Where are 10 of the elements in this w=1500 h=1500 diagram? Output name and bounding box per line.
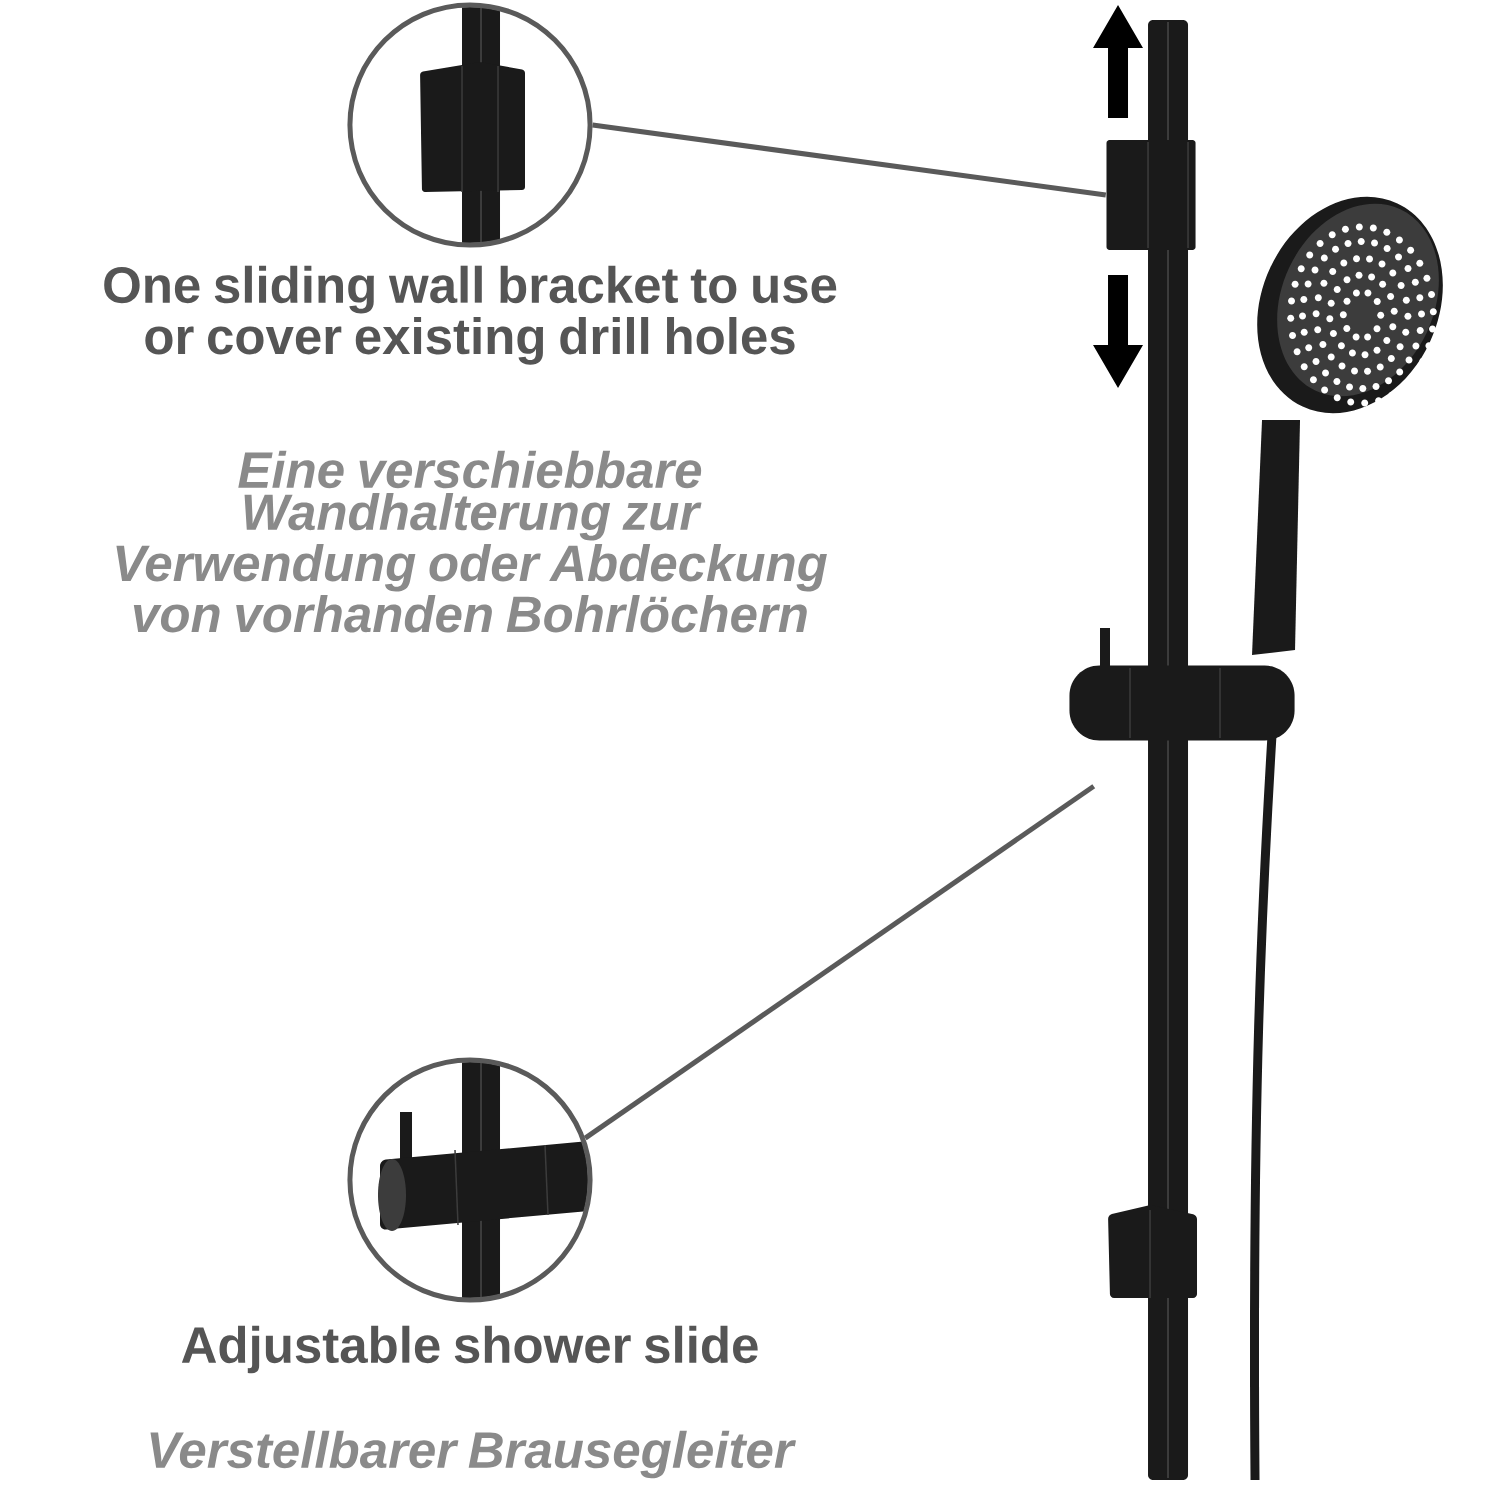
shower-slide <box>1069 628 1295 741</box>
detail-circle <box>347 2 593 248</box>
translated-caption: Eine verschiebbare Wandhalterung zur Verwendung oder Abdeckung von vorhanden Bohrlöchern <box>116 450 827 633</box>
feature-caption: One sliding wall bracket to use or cover existing drill holes <box>104 265 837 365</box>
leader-line <box>592 122 1107 198</box>
wall-bracket <box>1106 139 1196 251</box>
detail-circle <box>347 1057 593 1303</box>
translated-caption: Verstellbarer Brausegleiter <box>150 1430 796 1479</box>
leader-line <box>583 784 1096 1141</box>
feature-caption: Adjustable shower slide <box>181 1325 758 1374</box>
